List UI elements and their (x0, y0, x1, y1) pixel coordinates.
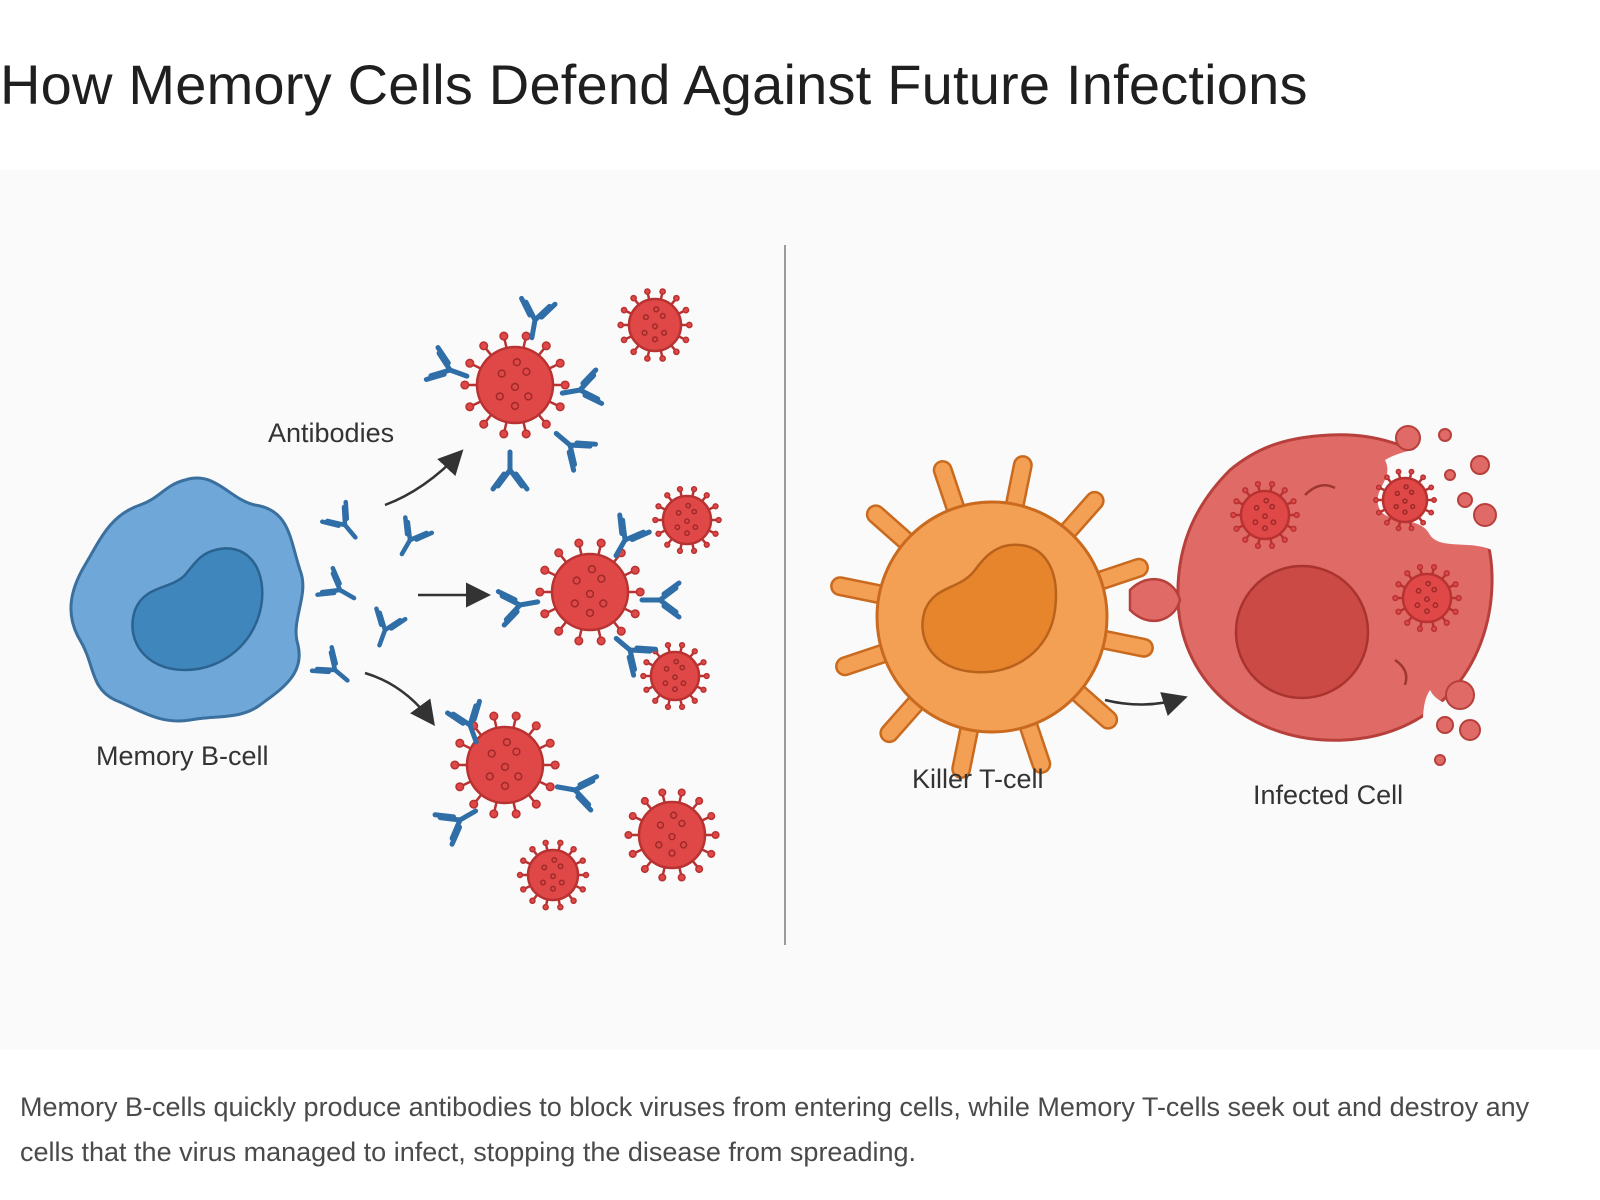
antibodies-label: Antibodies (268, 418, 394, 448)
page-title: How Memory Cells Defend Against Future I… (0, 53, 1308, 116)
virus-icon (617, 288, 693, 362)
t-cell-nucleus (921, 543, 1058, 674)
antibody-icon (320, 499, 358, 540)
virus-group-infected (1230, 468, 1462, 633)
virus-icon (516, 839, 590, 911)
memory-b-cell-label: Memory B-cell (96, 741, 269, 771)
virus-icon (460, 331, 570, 439)
virus-icon (640, 641, 710, 711)
antibody-icon (554, 774, 600, 813)
virus-icon (1230, 480, 1300, 550)
memory-b-cell (69, 476, 305, 723)
membrane-crack (1304, 483, 1336, 496)
virus-icon (450, 711, 560, 819)
virus-icon (535, 538, 645, 646)
antibody-icon (309, 645, 350, 683)
killer-t-cell-label: Killer T-cell (912, 764, 1044, 794)
antibody-icon (553, 430, 598, 473)
cell-debris (1395, 425, 1497, 766)
bound-antibodies (423, 295, 682, 847)
immune-memory-diagram: Memory B-cell Antibodies Killer T-cell I… (0, 170, 1600, 1050)
antibody-icon (423, 345, 470, 382)
virus-icon (624, 788, 720, 882)
antibody-icon (519, 295, 558, 341)
antibody-icon (613, 512, 652, 559)
infected-cell-nucleus (1234, 564, 1370, 700)
b-cell-nucleus (131, 547, 264, 672)
antibody-icon (613, 635, 658, 678)
antibody-icon (495, 589, 541, 628)
antibody-icon (432, 808, 479, 847)
membrane-crack (1394, 658, 1408, 686)
antibody-icon (399, 515, 435, 557)
virus-group (450, 288, 722, 911)
virus-icon (652, 485, 722, 555)
arrow-down (364, 671, 435, 727)
antibody-icon (639, 580, 682, 620)
infected-cell-label: Infected Cell (1253, 780, 1403, 810)
diagram-canvas: Memory B-cell Antibodies Killer T-cell I… (69, 245, 1497, 945)
free-antibodies (309, 499, 435, 683)
antibody-icon (315, 565, 357, 601)
antibody-icon (374, 606, 408, 648)
antibody-icon (445, 698, 482, 745)
virus-icon (1392, 563, 1462, 633)
caption: Memory B-cells quickly produce antibodie… (20, 1092, 1530, 1167)
arrow-up (384, 449, 464, 507)
virus-icon (1373, 468, 1437, 532)
antibody-icon (559, 367, 605, 406)
cell-contact-point (1128, 578, 1182, 622)
antibody-icon (490, 449, 530, 492)
killer-t-cell (830, 455, 1154, 779)
arrow-t-to-infected (1104, 692, 1188, 716)
